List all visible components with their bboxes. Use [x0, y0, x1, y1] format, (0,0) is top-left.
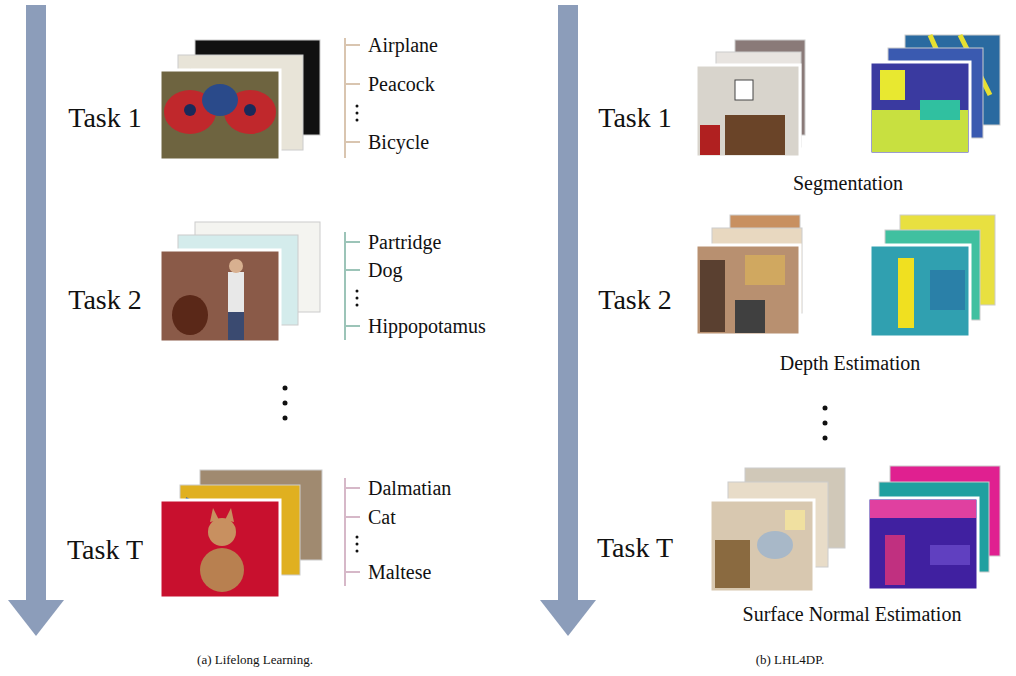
task-label: Task 1	[598, 103, 671, 134]
class-bracket	[345, 38, 360, 158]
sub-caption: (a) Lifelong Learning.	[197, 653, 313, 667]
image-stack-part	[868, 498, 978, 590]
image-stack-part	[725, 115, 785, 155]
ellipsis-dots-part	[823, 406, 828, 411]
task-name: Depth Estimation	[780, 352, 921, 374]
image-stack-part	[244, 104, 256, 116]
ellipsis-dots-part	[356, 119, 359, 122]
image-stack-part	[735, 300, 765, 333]
time-arrow-part	[558, 5, 578, 603]
image-stack	[160, 470, 322, 598]
image-stack-part	[898, 258, 914, 328]
ellipsis-dots-part	[356, 297, 359, 300]
image-stack-part	[160, 500, 280, 598]
class-name: Cat	[368, 506, 396, 528]
image-stack-part	[229, 259, 243, 273]
image-stack-part	[920, 100, 960, 120]
ellipsis-dots-part	[356, 105, 359, 108]
image-stack-part	[870, 245, 970, 337]
image-stack-part	[696, 65, 800, 157]
image-stack-part	[200, 548, 244, 592]
image-stack-part	[172, 295, 208, 335]
image-stack	[710, 466, 1000, 592]
image-stack	[160, 40, 320, 160]
image-stack-part	[885, 535, 905, 585]
image-stack-part	[757, 531, 793, 559]
ellipsis-dots-part	[356, 543, 359, 546]
class-bracket	[345, 232, 360, 340]
image-stack-part	[735, 80, 753, 100]
image-stack	[160, 222, 320, 342]
time-arrow-part	[8, 600, 64, 636]
task-label: Task T	[597, 533, 673, 564]
time-arrow-part	[540, 600, 596, 636]
image-stack-part	[870, 500, 976, 518]
ellipsis-dots-part	[356, 536, 359, 539]
image-stack-part	[785, 510, 805, 530]
class-name: Bicycle	[368, 131, 429, 153]
image-stack-part	[225, 508, 234, 522]
image-stack-part	[160, 70, 280, 160]
image-stack	[696, 35, 1000, 157]
class-name: Maltese	[368, 561, 431, 583]
image-stack-part	[696, 245, 800, 335]
task-name: Segmentation	[793, 172, 903, 194]
image-stack-part	[700, 125, 720, 155]
class-name: Peacock	[368, 73, 435, 95]
task-label: Task 2	[598, 285, 671, 316]
ellipsis-dots-part	[356, 290, 359, 293]
task-label: Task T	[67, 535, 143, 566]
image-stack-part	[880, 70, 905, 100]
image-stack	[696, 215, 995, 337]
image-stack-part	[710, 500, 814, 592]
image-stack-part	[745, 255, 785, 285]
class-name: Partridge	[368, 231, 441, 253]
task-label: Task 2	[68, 285, 141, 316]
ellipsis-dots-part	[283, 416, 288, 421]
image-stack-part	[870, 62, 970, 154]
image-stack-part	[715, 540, 750, 588]
class-bracket-part	[345, 232, 360, 340]
time-arrow	[8, 5, 596, 636]
class-name: Dog	[368, 259, 402, 281]
ellipsis-dots-part	[823, 421, 828, 426]
image-stack-part	[208, 518, 236, 546]
sub-caption: (b) LHL4DP.	[756, 653, 825, 667]
time-arrow-part	[26, 5, 46, 603]
class-bracket-part	[345, 38, 360, 158]
image-stack-part	[930, 270, 965, 310]
image-stack-part	[184, 104, 196, 116]
ellipsis-dots-part	[823, 436, 828, 441]
image-stack-part	[202, 84, 238, 116]
image-stack-part	[930, 545, 970, 565]
class-bracket-part	[345, 478, 360, 586]
task-name: Surface Normal Estimation	[743, 603, 962, 625]
class-name: Dalmatian	[368, 477, 451, 499]
image-stack-part	[700, 260, 725, 332]
class-name: Airplane	[368, 34, 438, 56]
ellipsis-dots-part	[356, 550, 359, 553]
ellipsis-dots-part	[356, 112, 359, 115]
image-stack-part	[228, 272, 244, 312]
ellipsis-dots-part	[283, 386, 288, 391]
class-name: Hippopotamus	[368, 315, 486, 337]
image-stack-part	[160, 250, 280, 342]
ellipsis-dots-part	[356, 304, 359, 307]
image-stack-part	[210, 508, 219, 522]
ellipsis-dots-part	[283, 401, 288, 406]
task-label: Task 1	[68, 103, 141, 134]
image-stack-part	[228, 312, 244, 340]
class-bracket	[345, 478, 360, 586]
